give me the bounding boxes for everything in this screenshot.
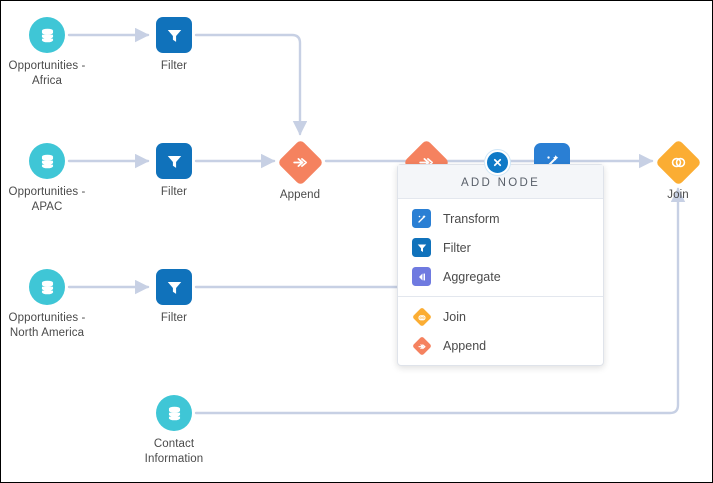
node-source-opportunities-north-america[interactable]: Opportunities - North America (2, 269, 92, 341)
diamond-shape (276, 139, 324, 186)
circle-shape (156, 395, 192, 431)
source-glyph (29, 17, 65, 53)
funnel-icon (167, 281, 181, 294)
two-circles-glyph (417, 313, 426, 320)
close-x-icon (485, 150, 510, 175)
rounded-square-shape (156, 269, 192, 305)
node-source-opportunities-apac[interactable]: Opportunities - APAC (2, 143, 92, 215)
node-filter-north-america[interactable]: Filter (129, 269, 219, 326)
node-source-opportunities-africa[interactable]: Opportunities - Africa (2, 17, 92, 89)
close-popup-button[interactable] (484, 149, 511, 176)
database-icon (41, 280, 53, 294)
append-glyph (276, 139, 324, 186)
circle-shape (29, 143, 65, 179)
node-filter-apac[interactable]: Filter (129, 143, 219, 200)
add-node-popup[interactable]: ADD NODE Transform Filt (397, 164, 604, 366)
node-label: Contact Information (144, 438, 204, 465)
node-label: Opportunities - North America (8, 312, 86, 339)
menu-item-label: Aggregate (443, 269, 501, 284)
menu-item-label: Join (443, 309, 466, 324)
wire-filter-africa-to-append (194, 33, 308, 136)
node-label: Filter (160, 186, 188, 198)
node-label: Append (279, 189, 321, 201)
database-icon (168, 406, 180, 420)
circle-shape (29, 17, 65, 53)
menu-item-label: Transform (443, 211, 500, 226)
x-glyph (493, 158, 502, 167)
filter-glyph (156, 269, 192, 305)
two-circles-icon (671, 157, 685, 168)
circle-shape (29, 269, 65, 305)
menu-item-append[interactable]: Append (398, 331, 603, 360)
two-circles-icon (411, 306, 432, 327)
node-label: Opportunities - Africa (8, 60, 86, 87)
filter-glyph (156, 17, 192, 53)
database-icon (41, 28, 53, 42)
diamond-shape (411, 306, 432, 327)
menu-item-join[interactable]: Join (398, 302, 603, 331)
node-label: Filter (160, 312, 188, 324)
join-glyph (654, 139, 702, 186)
database-icon (41, 154, 53, 168)
source-glyph (156, 395, 192, 431)
double-arrow-icon (292, 158, 307, 167)
source-glyph (29, 269, 65, 305)
magic-wand-glyph (417, 214, 426, 223)
node-filter-africa[interactable]: Filter (129, 17, 219, 74)
rounded-square-shape (156, 17, 192, 53)
node-label: Filter (160, 60, 188, 72)
transform-icon (412, 209, 431, 228)
funnel-icon (412, 238, 431, 257)
funnel-icon (167, 155, 181, 168)
double-arrow-icon (411, 335, 432, 356)
rounded-square-shape (156, 143, 192, 179)
menu-item-label: Append (443, 338, 487, 353)
aggregate-icon (412, 267, 431, 286)
funnel-icon (167, 29, 181, 42)
node-label: Opportunities - APAC (8, 186, 86, 213)
aggregate-glyph (418, 273, 425, 280)
node-join[interactable]: Join (633, 139, 712, 203)
node-source-contact-information[interactable]: Contact Information (129, 395, 219, 467)
funnel-glyph (417, 244, 426, 252)
node-append[interactable]: Append (255, 139, 345, 203)
double-arrow-glyph (417, 343, 426, 348)
source-glyph (29, 143, 65, 179)
menu-item-label: Filter (443, 240, 471, 255)
menu-item-aggregate[interactable]: Aggregate (398, 262, 603, 291)
diamond-shape (654, 139, 702, 186)
diamond-shape (411, 335, 432, 356)
menu-item-transform[interactable]: Transform (398, 204, 603, 233)
wire-contact-to-join (194, 187, 686, 415)
node-label: Join (667, 189, 689, 201)
menu-item-filter[interactable]: Filter (398, 233, 603, 262)
popup-title: ADD NODE (398, 165, 603, 199)
filter-glyph (156, 143, 192, 179)
popup-group-combines: Join Append (398, 296, 603, 365)
popup-group-transforms: Transform Filter Aggregate (398, 199, 603, 296)
